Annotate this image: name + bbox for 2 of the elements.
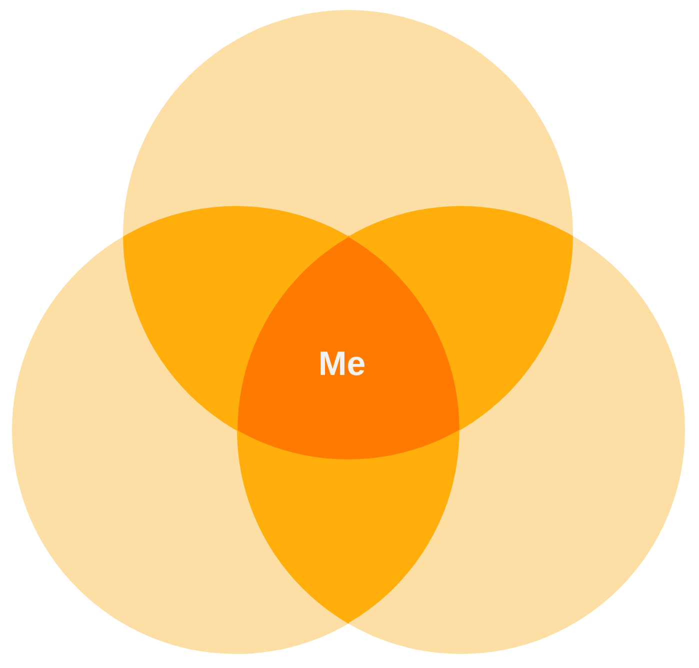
venn-label: Me <box>318 347 366 381</box>
venn-circle <box>237 206 685 654</box>
